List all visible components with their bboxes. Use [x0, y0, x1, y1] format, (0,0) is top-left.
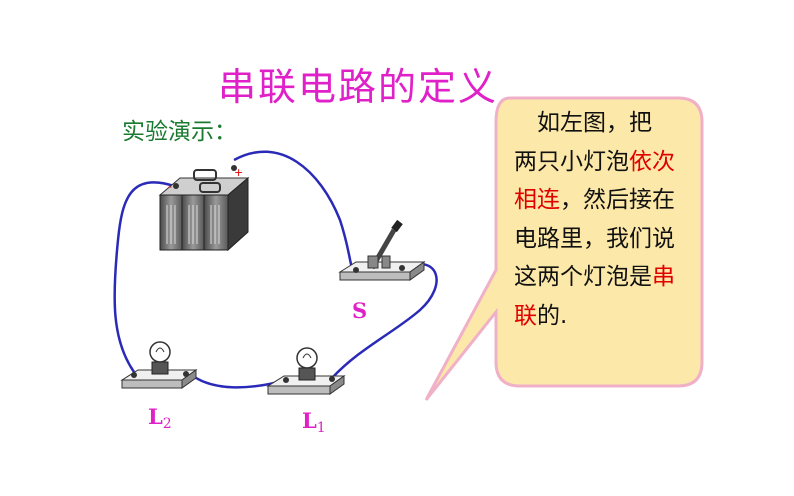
emphasis-lian: 联 — [514, 302, 537, 329]
bubble-line-6: 联的. — [514, 302, 568, 329]
page-title: 串联电路的定义 — [218, 65, 499, 109]
emphasis-yici: 依次 — [629, 148, 675, 175]
emphasis-xianglian: 相连 — [514, 187, 560, 213]
demo-label: 实验演示： — [122, 119, 237, 145]
battery: - + — [158, 165, 250, 252]
lamp-l1-label: L1 — [302, 408, 326, 436]
switch-label: S — [352, 298, 368, 323]
bubble-line-4: 电路里，我们说 — [514, 225, 675, 252]
switch — [338, 219, 426, 281]
lamp-l2 — [120, 341, 198, 389]
battery-positive-mark: + — [234, 166, 243, 179]
lamp-l1 — [266, 347, 346, 395]
bubble-line-3: 相连，然后接在 — [514, 187, 675, 213]
lamp-l2-label: L2 — [148, 404, 172, 432]
bubble-line-2: 两只小灯泡依次 — [514, 148, 675, 175]
bubble-text: 如左图，把 两只小灯泡依次 相连，然后接在 电路里，我们说 这两个灯泡是串 联的… — [514, 104, 704, 335]
battery-negative-mark: - — [168, 180, 172, 193]
wire-battery-to-lamp2 — [113, 181, 175, 373]
speech-bubble — [424, 96, 704, 401]
bubble-line-5: 这两个灯泡是串 — [514, 264, 675, 290]
wire-battery-to-switch — [233, 150, 356, 273]
wire-switch-to-lamp1 — [331, 262, 438, 379]
bubble-line-1: 如左图，把 — [537, 110, 652, 136]
emphasis-chuan: 串 — [652, 264, 675, 290]
